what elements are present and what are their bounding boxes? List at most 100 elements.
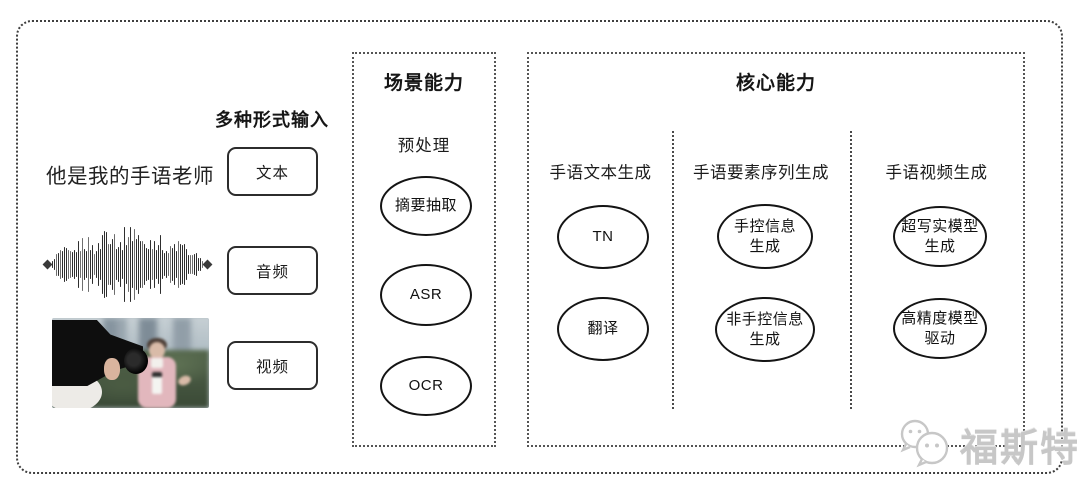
node-high-precision-model-driving-label: 高精度模型 驱动: [901, 310, 979, 347]
waveform-bar: [180, 244, 181, 285]
waveform-bar: [68, 250, 69, 279]
waveform-bar: [150, 240, 151, 289]
waveform-bar: [194, 254, 195, 275]
waveform-bar: [98, 242, 99, 287]
waveform-bar: [100, 248, 101, 281]
node-tn: TN: [557, 205, 649, 269]
waveform-bar: [116, 249, 117, 280]
node-manual-info-generation-label: 手控信息 生成: [733, 218, 796, 255]
photo-reporter-head: [149, 342, 165, 359]
column-separator-2: [850, 131, 852, 409]
watermark-text: 福斯特: [960, 427, 1080, 470]
waveform-bar: [122, 249, 123, 280]
waveform-bar: [176, 250, 177, 279]
waveform-bar: [124, 227, 125, 302]
waveform-bar: [136, 238, 137, 291]
input-node-audio: 音频: [227, 246, 318, 295]
column-separator-1: [672, 131, 674, 409]
node-high-precision-model-driving: 高精度模型 驱动: [893, 298, 987, 359]
text-input-example: 他是我的手语老师: [46, 165, 214, 188]
waveform-bar: [56, 253, 57, 276]
core-capability-title: 核心能力: [735, 73, 816, 94]
waveform-bar: [186, 249, 187, 280]
waveform-bar: [120, 241, 121, 288]
waveform-bar: [88, 237, 89, 292]
audio-waveform-image: [42, 227, 213, 302]
waveform-bar: [174, 243, 175, 286]
input-node-audio-label: 音频: [255, 263, 289, 281]
photo-reporter-collar: [151, 358, 163, 368]
waveform-bar: [78, 240, 79, 289]
waveform-bar: [102, 234, 103, 295]
photo-reporter-hand: [176, 373, 193, 388]
waveform-bar: [134, 229, 135, 300]
node-summary-extraction-label: 摘要抽取: [394, 197, 457, 215]
brand-logo-icon: [900, 419, 949, 468]
waveform-bar: [110, 244, 111, 285]
waveform-bar: [106, 232, 107, 297]
waveform-bar: [144, 244, 145, 285]
waveform-bar: [104, 231, 105, 298]
waveform-bar: [190, 254, 191, 275]
waveform-bar: [58, 252, 59, 277]
photo-camera-lens: [124, 348, 148, 374]
waveform-left-cap: [42, 259, 53, 270]
waveform-bar: [76, 252, 77, 277]
node-hyperreal-model-generation-label: 超写实模型 生成: [901, 218, 979, 255]
waveform-bar: [160, 234, 161, 295]
column-header-sign-text-generation: 手语文本生成: [549, 164, 652, 182]
waveform-bar: [62, 251, 63, 278]
waveform-bar: [182, 244, 183, 285]
waveform-bar: [114, 233, 115, 296]
waveform-bar: [82, 238, 83, 291]
waveform-bar: [54, 258, 55, 271]
video-input-photo: [52, 318, 209, 408]
waveform-bar: [60, 250, 61, 279]
node-non-manual-info-generation-label: 非手控信息 生成: [726, 311, 804, 348]
waveform-bar: [138, 235, 139, 294]
waveform-bar: [96, 251, 97, 278]
watermark: 福斯特: [896, 416, 1080, 472]
input-node-text: 文本: [227, 147, 318, 196]
waveform-bar: [72, 251, 73, 278]
node-summary-extraction: 摘要抽取: [380, 176, 472, 236]
waveform-bar: [188, 255, 189, 274]
waveform-bar: [80, 250, 81, 279]
waveform-bar: [66, 248, 67, 281]
node-translation: 翻译: [557, 297, 649, 361]
waveform-bar: [128, 236, 129, 293]
waveform-bar: [196, 253, 197, 276]
waveform-bar: [130, 227, 131, 302]
core-capability-panel: 核心能力 手语文本生成 手语要素序列生成 手语视频生成 TN 翻译 手控信息 生…: [527, 52, 1025, 447]
column-header-sign-element-sequence-generation: 手语要素序列生成: [693, 164, 829, 182]
waveform-bar: [94, 254, 95, 275]
waveform-bar: [108, 244, 109, 285]
waveform-bar: [170, 245, 171, 284]
node-tn-label: TN: [592, 228, 614, 246]
waveform-bar: [156, 249, 157, 280]
preprocess-label: 预处理: [397, 137, 451, 155]
input-node-video-label: 视频: [255, 358, 289, 376]
node-asr-label: ASR: [409, 286, 443, 304]
waveform-bar: [146, 247, 147, 282]
node-manual-info-generation: 手控信息 生成: [717, 204, 813, 269]
waveform-bar: [154, 240, 155, 289]
waveform-bar: [172, 247, 173, 282]
waveform-bar: [74, 249, 75, 280]
photo-cameraman-hand: [104, 358, 120, 380]
column-header-sign-video-generation: 手语视频生成: [885, 164, 988, 182]
waveform-bar: [132, 241, 133, 288]
waveform-bar: [142, 240, 143, 289]
waveform-bar: [164, 253, 165, 276]
waveform-bar: [86, 250, 87, 279]
waveform-bar: [166, 250, 167, 279]
waveform-bar: [126, 245, 127, 284]
input-node-video: 视频: [227, 341, 318, 390]
waveform-bar: [140, 240, 141, 289]
waveform-bar: [148, 248, 149, 281]
node-hyperreal-model-generation: 超写实模型 生成: [893, 206, 987, 267]
waveform-bar: [92, 245, 93, 284]
photo-reporter: [138, 338, 193, 408]
node-non-manual-info-generation: 非手控信息 生成: [715, 297, 815, 362]
